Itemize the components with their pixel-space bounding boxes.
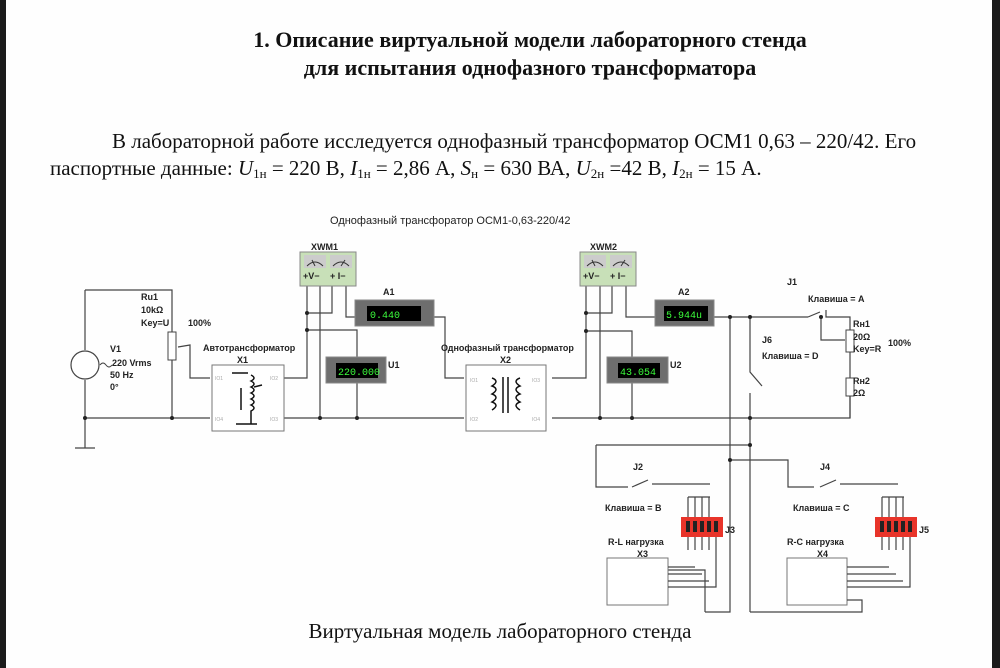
svg-text:Клавиша = D: Клавиша = D (762, 351, 819, 361)
svg-text:100%: 100% (888, 338, 911, 348)
svg-text:X3: X3 (637, 549, 648, 559)
svg-text:Клавиша = A: Клавиша = A (808, 294, 865, 304)
section-heading: 1. Описание виртуальной модели лаборатор… (0, 26, 1000, 82)
schematic-title: Однофазный трансфоратор ОСМ1-0,63-220/42 (330, 215, 570, 227)
ammeter-a2[interactable]: A2 5.944u (654, 287, 715, 327)
svg-text:R-L нагрузка: R-L нагрузка (608, 537, 665, 547)
heading-line-2: для испытания однофазного трансформатора (303, 55, 757, 80)
svg-text:100%: 100% (188, 318, 211, 328)
ac-source-v1[interactable]: V1 220 Vrms 50 Hz 0° (70, 344, 152, 392)
switch-j2[interactable]: J2 Клавиша = B (605, 462, 662, 513)
svg-text:50 Hz: 50 Hz (110, 370, 134, 380)
svg-text:A2: A2 (678, 287, 690, 297)
svg-text:+ I−: + I− (610, 271, 626, 281)
wires (75, 286, 898, 613)
svg-text:Клавиша = B: Клавиша = B (605, 503, 662, 513)
svg-text:IO3: IO3 (532, 378, 540, 384)
dip-switch-j5[interactable]: J5 (875, 496, 929, 550)
svg-text:IO3: IO3 (270, 417, 278, 423)
svg-text:Клавиша = C: Клавиша = C (793, 503, 850, 513)
autotransformer-x1[interactable]: Автотрансформатор X1 IO1 IO2 IO4 IO3 (203, 343, 296, 432)
svg-text:J3: J3 (725, 525, 735, 535)
svg-text:Key=U: Key=U (141, 318, 169, 328)
body-paragraph: В лабораторной работе исследуется однофа… (50, 129, 917, 181)
svg-text:IO1: IO1 (470, 378, 478, 384)
load-rc-x4[interactable]: R-C нагрузка X4 (750, 537, 911, 613)
potentiometer-ru1[interactable]: Ru1 10kΩ Key=U 100% (141, 292, 211, 361)
svg-text:R-C нагрузка: R-C нагрузка (787, 537, 845, 547)
svg-text:Однофазный трансформатор: Однофазный трансформатор (441, 343, 574, 353)
svg-text:+V−: +V− (583, 271, 600, 281)
svg-text:U1: U1 (388, 360, 400, 370)
svg-text:+ I−: + I− (330, 271, 346, 281)
ammeter-a1[interactable]: A1 0.440 (354, 287, 435, 327)
svg-text:J5: J5 (919, 525, 929, 535)
svg-text:IO1: IO1 (215, 376, 223, 382)
svg-text:X1: X1 (237, 355, 248, 365)
load-rl-x3[interactable]: R-L нагрузка X3 (606, 537, 717, 606)
svg-text:J2: J2 (633, 462, 643, 472)
svg-text:X4: X4 (817, 549, 828, 559)
heading-line-1: 1. Описание виртуальной модели лаборатор… (253, 27, 807, 52)
voltmeter-u1[interactable]: U1 220.000 (325, 356, 400, 384)
voltmeter-u2[interactable]: U2 43.054 (606, 356, 682, 384)
svg-text:Rн1: Rн1 (853, 319, 870, 329)
rheostat-rn1[interactable]: Rн1 20Ω Key=R 100% (845, 319, 911, 354)
svg-text:X2: X2 (500, 355, 511, 365)
svg-text:J1: J1 (787, 277, 797, 287)
switch-j4[interactable]: J4 Клавиша = C (793, 462, 850, 513)
svg-text:J4: J4 (820, 462, 830, 472)
svg-text:IO2: IO2 (270, 376, 278, 382)
figure-caption: Виртуальная модель лабораторного стенда (308, 619, 692, 643)
svg-text:Rн2: Rн2 (853, 376, 870, 386)
wattmeter-xwm1[interactable]: XWM1 +V− + I− (299, 242, 357, 287)
svg-text:5.944u: 5.944u (666, 311, 702, 322)
svg-text:10kΩ: 10kΩ (141, 305, 163, 315)
svg-text:Автотрансформатор: Автотрансформатор (203, 343, 296, 353)
switch-j6[interactable]: J6 Клавиша = D (762, 335, 819, 361)
resistor-rn2: Rн2 2Ω (845, 376, 870, 398)
svg-text:U2: U2 (670, 360, 682, 370)
svg-text:XWM1: XWM1 (311, 242, 338, 252)
svg-text:0.440: 0.440 (370, 311, 400, 322)
svg-text:XWM2: XWM2 (590, 242, 617, 252)
dip-switch-j3[interactable]: J3 (681, 496, 735, 550)
transformer-x2[interactable]: Однофазный трансформатор X2 IO1 IO3 IO2 … (441, 343, 574, 432)
svg-text:+V−: +V− (303, 271, 320, 281)
junction-dots (83, 311, 823, 462)
svg-text:V1: V1 (110, 344, 121, 354)
svg-text:Key=R: Key=R (853, 344, 882, 354)
svg-text:Ru1: Ru1 (141, 292, 158, 302)
svg-text:IO4: IO4 (532, 417, 540, 423)
svg-text:A1: A1 (383, 287, 395, 297)
svg-text:IO4: IO4 (215, 417, 223, 423)
svg-text:20Ω: 20Ω (853, 332, 870, 342)
svg-text:43.054: 43.054 (620, 368, 656, 379)
svg-text:220 Vrms: 220 Vrms (112, 358, 152, 368)
svg-text:0°: 0° (110, 382, 119, 392)
svg-text:2Ω: 2Ω (853, 388, 865, 398)
svg-text:220.000: 220.000 (338, 368, 380, 379)
wattmeter-xwm2[interactable]: XWM2 +V− + I− (579, 242, 637, 287)
switch-j1[interactable]: J1 Клавиша = A (787, 277, 865, 304)
svg-text:J6: J6 (762, 335, 772, 345)
svg-text:IO2: IO2 (470, 417, 478, 423)
